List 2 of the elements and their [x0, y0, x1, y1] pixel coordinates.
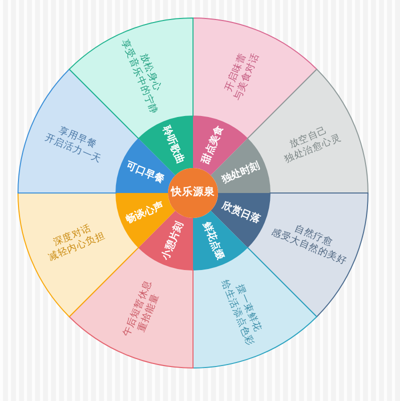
center-label: 快乐源泉: [171, 186, 215, 200]
center-circle: [168, 168, 218, 218]
